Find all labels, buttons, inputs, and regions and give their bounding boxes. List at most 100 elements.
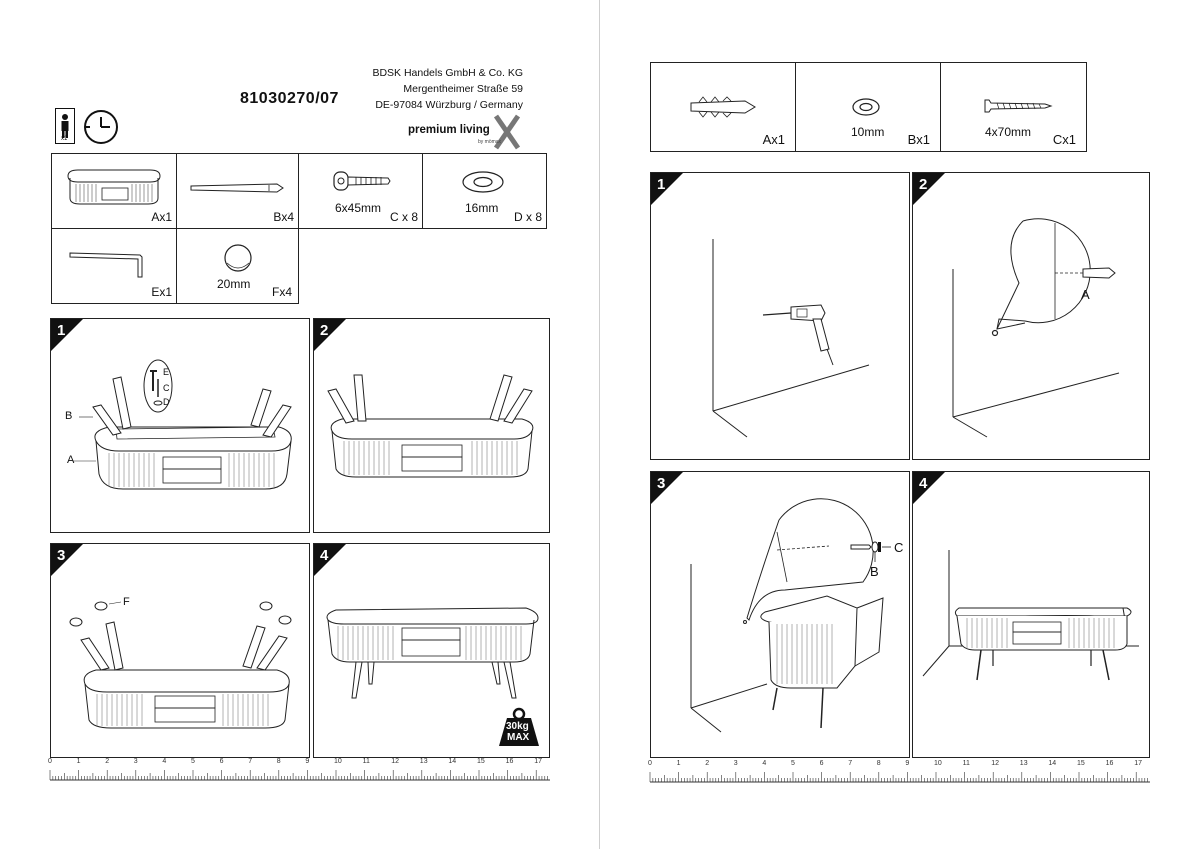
step-badge xyxy=(651,472,683,504)
ruler-label: 14 xyxy=(448,758,457,765)
part-cell-d: 16mm D x 8 xyxy=(422,153,547,229)
part-a-label: Ax1 xyxy=(762,132,785,147)
part-b-size: 10mm xyxy=(851,125,885,139)
wall-step-4-panel: 4 xyxy=(912,471,1150,758)
callout-f: F xyxy=(123,596,130,608)
ruler-label: 3 xyxy=(733,760,738,767)
part-cell-f: 20mm Fx4 xyxy=(176,228,299,304)
wall-step-3-drawing xyxy=(690,498,891,733)
step-number: 2 xyxy=(320,322,329,339)
step-number: 3 xyxy=(657,475,666,492)
weight-badge: 30kg MAX xyxy=(497,707,541,748)
ruler-label: 4 xyxy=(162,758,167,765)
persons-count: x1 xyxy=(61,136,68,142)
ruler-label: 0 xyxy=(48,758,52,765)
ruler-label: 3 xyxy=(133,758,138,765)
wall-step-1-panel: 1 xyxy=(650,172,910,460)
ruler-label: 11 xyxy=(962,760,970,767)
part-cell-screw: 4x70mm Cx1 xyxy=(940,62,1087,152)
callout-b: B xyxy=(870,564,879,579)
brand-x-mark xyxy=(493,114,521,150)
brand-name: premium living xyxy=(408,124,490,136)
step-badge xyxy=(913,472,945,504)
leg-icon xyxy=(190,183,284,193)
callout-e: E xyxy=(163,367,170,377)
part-b-label: Bx4 xyxy=(273,210,294,224)
step-2-drawing xyxy=(327,374,534,478)
step-4-drawing xyxy=(326,607,539,699)
ruler-label: 17 xyxy=(534,758,542,765)
wall-step-1-drawing xyxy=(712,239,870,438)
part-cell-a: Ax1 xyxy=(51,153,177,229)
ruler-label: 13 xyxy=(1019,760,1028,767)
weight-max: MAX xyxy=(507,732,530,743)
callout-c: C xyxy=(894,540,904,555)
step-1-panel: 1 B A xyxy=(50,318,310,533)
ruler-label: 11 xyxy=(362,758,370,765)
persons-badge: x1 xyxy=(55,108,75,144)
tv-board-icon xyxy=(67,169,161,205)
part-f-label: Fx4 xyxy=(271,285,292,299)
felt-pad-icon xyxy=(224,244,252,272)
step-badge xyxy=(651,173,683,205)
callout-c: C xyxy=(163,383,170,393)
ruler-label: 2 xyxy=(705,760,710,767)
step-3-drawing xyxy=(69,601,292,729)
ruler-label: 8 xyxy=(876,760,881,767)
step-number: 4 xyxy=(919,475,928,492)
ruler-label: 1 xyxy=(76,758,81,765)
part-c-size: 6x45mm xyxy=(335,201,382,215)
wall-step-4-drawing xyxy=(922,550,1139,681)
part-cell-b: Bx4 xyxy=(176,153,299,229)
part-b-label: Bx1 xyxy=(907,132,930,147)
ruler-label: 4 xyxy=(762,760,767,767)
wall-step-3-panel: 3 C B xyxy=(650,471,910,758)
step-3-panel: 3 F xyxy=(50,543,310,758)
ruler-label: 12 xyxy=(391,758,399,765)
company-street: Mergentheimer Straße 59 xyxy=(403,83,523,95)
ruler-label: 10 xyxy=(334,758,342,765)
weight-value: 30kg xyxy=(506,721,529,732)
allen-key-icon xyxy=(69,252,143,278)
ruler-label: 8 xyxy=(276,758,281,765)
bolt-icon xyxy=(333,171,391,191)
callout-a: A xyxy=(67,454,75,466)
ruler-label: 16 xyxy=(1105,760,1114,767)
step-4-panel: 4 30kg MAX xyxy=(313,543,550,758)
wall-step-2-panel: 2 A xyxy=(912,172,1150,460)
ruler-label: 12 xyxy=(991,760,999,767)
part-e-label: Ex1 xyxy=(151,285,172,299)
ruler-label: 17 xyxy=(1134,760,1142,767)
step-number: 4 xyxy=(320,547,329,564)
company-name: BDSK Handels GmbH & Co. KG xyxy=(372,67,523,79)
part-c-label: C x 8 xyxy=(389,210,418,224)
part-cell-e: Ex1 xyxy=(51,228,177,304)
part-d-size: 16mm xyxy=(465,201,499,215)
weight-icon xyxy=(499,707,539,746)
person-icon xyxy=(61,114,69,138)
part-f-size: 20mm xyxy=(217,277,251,291)
ruler-label: 9 xyxy=(305,758,310,765)
ruler-label: 16 xyxy=(505,758,514,765)
callout-b: B xyxy=(65,410,73,422)
brand-sub: by mömax xyxy=(478,139,502,145)
step-badge xyxy=(51,319,83,351)
washer-icon xyxy=(462,171,504,193)
ruler-label: 15 xyxy=(1077,760,1085,767)
ruler-label: 13 xyxy=(419,758,428,765)
ruler-label: 14 xyxy=(1048,760,1057,767)
ruler-label: 6 xyxy=(819,760,824,767)
step-number: 3 xyxy=(57,547,66,564)
part-c-size: 4x70mm xyxy=(985,125,1032,139)
part-d-label: D x 8 xyxy=(513,210,542,224)
washer-icon xyxy=(852,98,880,116)
screw-washer-icon xyxy=(850,541,881,553)
part-cell-c: 6x45mm C x 8 xyxy=(298,153,423,229)
part-a-label: Ax1 xyxy=(151,210,172,224)
company-address: BDSK Handels GmbH & Co. KG Mergentheimer… xyxy=(372,65,523,113)
part-cell-wall-plug: Ax1 xyxy=(650,62,796,152)
step-badge xyxy=(913,173,945,205)
screw-icon xyxy=(984,99,1053,113)
ruler-label: 6 xyxy=(219,758,224,765)
